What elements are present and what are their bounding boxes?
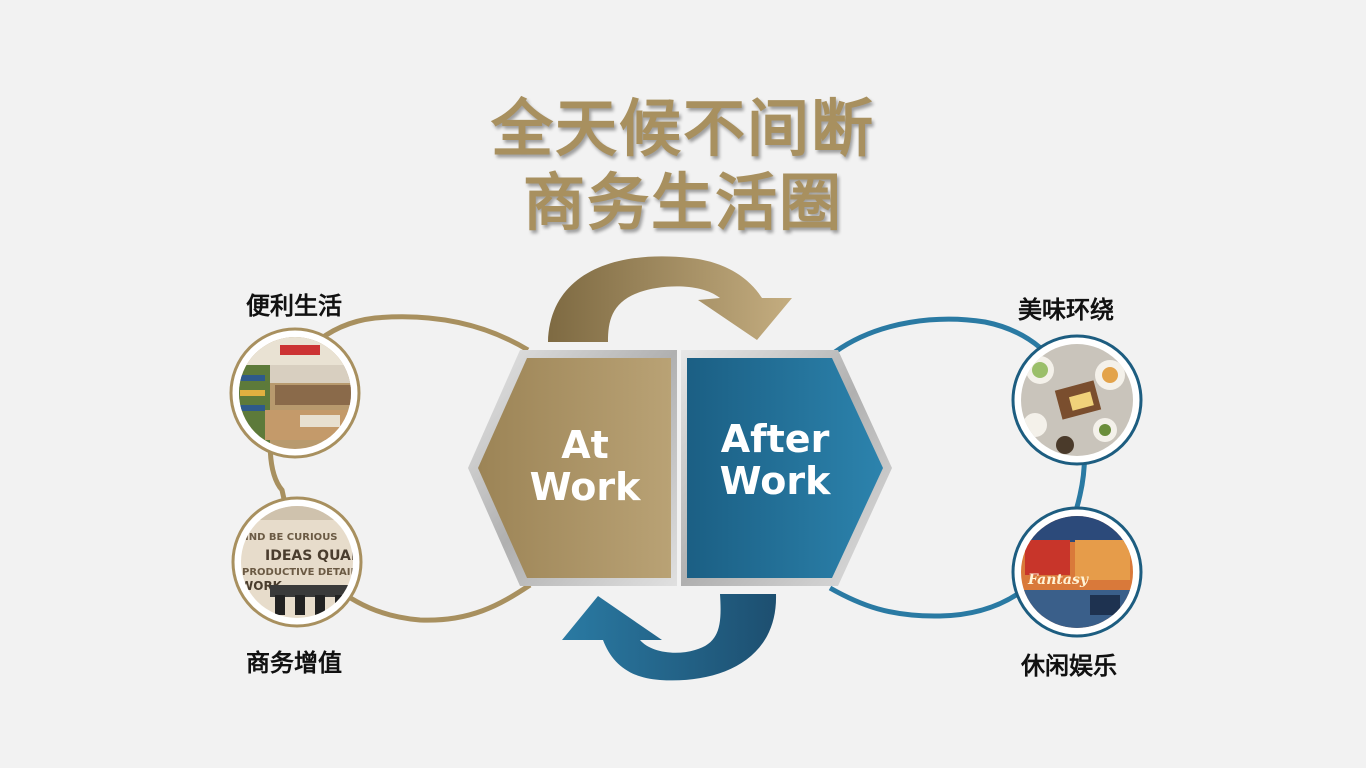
leisure-bar-photo: Fantasy xyxy=(1013,508,1141,636)
at-work-line2: Work xyxy=(500,466,670,508)
svg-text:IND BE CURIOUS: IND BE CURIOUS xyxy=(245,532,338,543)
leisure-label: 休闲娱乐 xyxy=(1021,646,1117,681)
convenience-life-label: 便利生活 xyxy=(246,286,342,321)
svg-text:PRODUCTIVE DETAILS: PRODUCTIVE DETAILS xyxy=(242,567,364,578)
business-value-label: 商务增值 xyxy=(246,643,342,678)
at-work-label: At Work xyxy=(500,424,670,508)
food-platter-photo xyxy=(1013,336,1141,464)
convenience-store-photo xyxy=(231,329,359,457)
svg-text:IDEAS QUALITY: IDEAS QUALITY xyxy=(265,548,386,564)
blue-curved-arrow xyxy=(562,594,776,680)
svg-text:Fantasy: Fantasy xyxy=(1027,572,1089,588)
gourmet-label: 美味环绕 xyxy=(1018,290,1114,325)
at-work-line1: At xyxy=(500,424,670,466)
after-work-line2: Work xyxy=(690,460,860,502)
after-work-label: After Work xyxy=(690,418,860,502)
after-work-line1: After xyxy=(690,418,860,460)
gold-curved-arrow xyxy=(548,256,792,342)
